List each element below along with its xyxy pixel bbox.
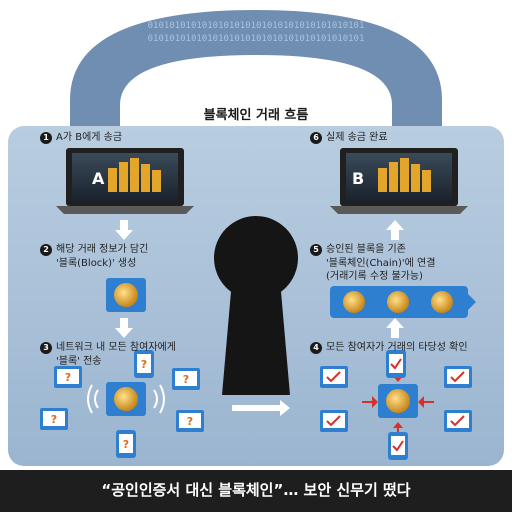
step-6-text: 실제 송금 완료 [326,132,388,143]
laptop-b-icon [330,148,468,214]
step-6: 6 실제 송금 완료 [310,132,388,144]
step-3-line2: '블록' 전송 [56,356,102,367]
question-marks: ? ? ? ? ? ? [51,358,193,451]
diagram-title: 블록체인 거래 흐름 [203,108,309,123]
broadcast-waves [87,384,165,414]
device-q-3 [172,368,200,390]
step-2-number: 2 [40,244,52,256]
device-check-5 [444,410,472,432]
network-center-block [106,382,146,416]
step-5-line3: (거래기록 수정 불가능) [326,271,423,282]
step-1-text: A가 B에게 송금 [56,132,123,143]
device-check-3 [444,366,472,388]
device-check-4 [320,410,348,432]
device-q-2 [134,350,154,378]
check-devices [320,350,472,460]
device-check-1 [320,366,348,388]
validation-center-block [378,384,418,418]
step-6-number: 6 [310,132,322,144]
qmark-1: ? [65,371,71,384]
step-5-line2: '블록체인(Chain)'에 연결 [326,258,436,269]
binary-text-1: 0101010101010101010101010101010101010101 [148,21,365,31]
binary-text-2: 0101010101010101010101010101010101010101 [148,34,365,44]
coin-stack-b [378,158,431,192]
arrow-right [232,400,290,416]
step-3-line1: 네트워크 내 모든 참여자에게 [56,342,176,353]
qmark-2: ? [141,358,147,371]
block-icon [106,278,146,312]
step-4-number: 4 [310,342,322,354]
keyhole [214,216,298,395]
device-check-6 [388,432,408,460]
device-check-2 [386,350,406,378]
arrow-up-1 [386,220,404,240]
headline-caption: “공인인증서 대신 블록체인”… 보안 신무기 떴다 [101,481,411,499]
device-q-1 [54,366,82,388]
flow-arrows [115,220,404,416]
laptop-b-label: B [352,169,364,188]
arrow-up-2 [386,318,404,338]
qmark-5: ? [187,415,193,428]
step-4: 4 모든 참여자가 거래의 타당성 확인 [310,342,468,354]
caption-bar [0,470,512,512]
qmark-6: ? [123,438,129,451]
device-q-4 [40,408,68,430]
step-2-line2: '블록(Block)' 생성 [56,258,137,269]
step-1: 1 A가 B에게 송금 [40,132,122,144]
laptop-a-label: A [92,169,105,188]
arrow-down-2 [115,318,133,338]
step-5: 5 승인된 블록을 기존 [310,244,406,256]
qmark-4: ? [51,413,57,426]
step-1-number: 1 [40,132,52,144]
lock-shackle: 0101010101010101010101010101010101010101… [70,10,442,130]
coin-stack-a [108,158,161,192]
step-5-line1: 승인된 블록을 기존 [326,244,406,255]
laptop-a-icon [56,148,194,214]
step-5-number: 5 [310,244,322,256]
question-devices [40,350,204,458]
arrow-down-1 [115,220,133,240]
device-q-5 [176,410,204,432]
step-2: 2 해당 거래 정보가 담긴 [40,244,148,256]
device-q-6 [116,430,136,458]
chain-icon [330,286,476,318]
step-4-text: 모든 참여자가 거래의 타당성 확인 [326,342,468,353]
step-3: 3 네트워크 내 모든 참여자에게 [40,342,176,354]
qmark-3: ? [183,373,189,386]
step-2-line1: 해당 거래 정보가 담긴 [56,244,149,255]
step-3-number: 3 [40,342,52,354]
